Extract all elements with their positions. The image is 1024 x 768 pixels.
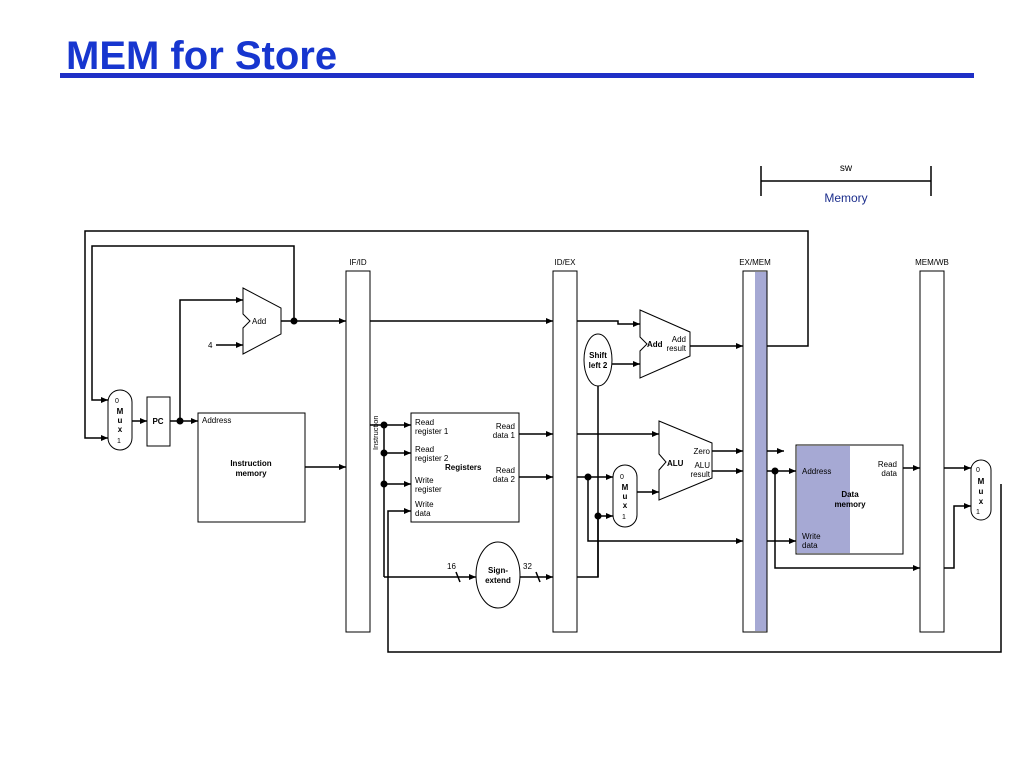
shift-left-2-line-1: Shift [589,351,607,360]
sign-extend-line-2: extend [485,576,511,585]
arrowheads [101,297,971,580]
read-register-1-line-1: Read [415,418,434,427]
data-memory-read-data-line-1: Read [878,460,897,469]
pipeline-register-mem-wb: MEM/WB [915,258,949,633]
instruction-memory-title-2: memory [235,469,267,478]
data-memory-address: Address [802,467,831,476]
write-register-line-1: Write [415,476,434,485]
data-memory-read-data-line-2: data [881,469,897,478]
read-data-1-line-1: Read [496,422,515,431]
sign-extend-input-width: 16 [447,562,456,571]
sign-extend-output-width: 32 [523,562,532,571]
pc-mux: 0 M u x 1 [107,389,133,451]
read-register-2-line-2: register 2 [415,454,449,463]
alu-mux-letter-u: u [623,492,628,501]
ex-mem-highlight [755,272,767,631]
pc-adder: Add [242,287,282,355]
alu-mux-letter-x: x [623,501,628,510]
data-memory-write-data-line-2: data [802,541,818,550]
shift-left-2-line-2: left 2 [589,361,608,370]
writeback-mux-letter-u: u [979,487,984,496]
data-memory-highlight [797,446,850,553]
branch-adder: Add Add result [639,309,691,379]
pc-register: PC [146,396,171,447]
pc-mux-input-0: 0 [115,398,119,405]
instruction-bus-label: Instruction [371,415,380,450]
branch-adder-output-line-2: result [666,344,686,353]
read-data-2-line-1: Read [496,466,515,475]
writeback-mux-input-1: 1 [976,509,980,516]
writeback-mux-input-0: 0 [976,467,980,474]
alu-mux-letter-m: M [622,483,629,492]
read-data-1-line-2: data 1 [493,431,516,440]
alu-label: ALU [667,459,684,468]
pipeline-register-label-ex-mem: EX/MEM [739,258,771,267]
alu-result-line-1: ALU [694,461,710,470]
pc-mux-letter-u: u [118,416,123,425]
alu-mux-input-1: 1 [622,514,626,521]
alu-zero-output: Zero [694,447,711,456]
pc-label: PC [152,417,163,426]
branch-adder-output-line-1: Add [672,335,686,344]
registers-title: Registers [445,463,482,472]
read-data-2-line-2: data 2 [493,475,516,484]
pc-adder-label: Add [252,317,266,326]
junction-dots [176,317,779,520]
sign-extend-unit: Sign- extend [475,541,521,609]
writeback-mux-letter-m: M [978,477,985,486]
slide-title: MEM for Store [66,34,338,78]
pipeline-register-ex-mem: EX/MEM [739,258,771,633]
stage-name-label: Memory [824,191,867,205]
pipeline-register-label-mem-wb: MEM/WB [915,258,949,267]
constant-four: 4 [208,341,213,350]
pc-mux-letter-x: x [118,425,123,434]
read-register-1-line-2: register 1 [415,427,449,436]
write-data-line-2: data [415,509,431,518]
pipeline-register-label-id-ex: ID/EX [555,258,577,267]
pipeline-register-if-id: IF/ID [345,258,371,633]
instruction-memory-title-1: Instruction [230,459,271,468]
writeback-mux: 0 M u x 1 [970,459,992,521]
pc-mux-letter-m: M [117,407,124,416]
alu: ALU Zero ALU result [658,420,713,501]
shift-left-2-unit: Shift left 2 [583,333,613,387]
read-register-2-line-1: Read [415,445,434,454]
title-rule [60,73,974,78]
alu-result-line-2: result [690,470,710,479]
alu-mux-input-0: 0 [620,474,624,481]
register-file: Read register 1 Read register 2 Write re… [410,412,520,523]
instruction-memory-address: Address [202,416,231,425]
alu-mux: 0 M u x 1 [612,464,638,528]
pipeline-register-label-if-id: IF/ID [349,258,367,267]
data-memory: Address Read data Data memory Write data [795,444,904,555]
branch-adder-label: Add [647,340,663,349]
pc-mux-input-1: 1 [117,438,121,445]
instruction-memory: Address Instruction memory [197,412,306,523]
data-memory-title-2: memory [834,500,866,509]
stage-header: sw Memory [760,163,932,205]
data-memory-write-data-line-1: Write [802,532,821,541]
write-data-line-1: Write [415,500,434,509]
writeback-mux-letter-x: x [979,497,984,506]
data-memory-title-1: Data [841,490,859,499]
stage-instruction-label: sw [840,163,853,174]
sign-extend-line-1: Sign- [488,566,508,575]
write-register-line-2: register [415,485,442,494]
pipeline-register-id-ex: ID/EX [552,258,578,633]
